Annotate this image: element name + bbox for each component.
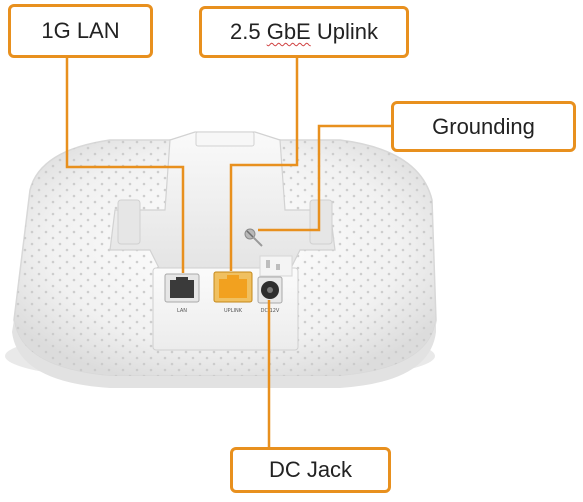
uplink-leader-line — [229, 58, 299, 271]
lan-port-label: LAN — [177, 308, 187, 314]
dc-port-label: DC 12V — [261, 308, 280, 314]
grounding-leader-line — [258, 124, 391, 232]
rj45-port-icon — [170, 280, 194, 298]
uplink-callout-label: 2.5 GbE Uplink — [230, 19, 378, 44]
grounding-callout: Grounding — [391, 101, 576, 152]
uplink-callout: 2.5 GbE Uplink — [199, 6, 409, 58]
dc-jack-callout: DC Jack — [230, 447, 391, 493]
uplink-port: UPLINK — [213, 271, 253, 314]
dc-jack: DC 12V — [257, 276, 283, 314]
lan-callout: 1G LAN — [8, 4, 153, 58]
grounding-callout-label: Grounding — [432, 113, 535, 139]
lan-callout-label: 1G LAN — [41, 18, 120, 43]
rj45-port-icon — [219, 279, 247, 298]
dc-jack-callout-label: DC Jack — [268, 457, 353, 482]
grounding-screw-icon — [244, 228, 263, 247]
lan-leader-line — [65, 58, 185, 273]
mounting-bracket — [109, 131, 336, 271]
uplink-port-label: UPLINK — [224, 308, 243, 314]
callout-leader-lines — [65, 58, 391, 447]
lan-port: LAN — [164, 273, 200, 314]
